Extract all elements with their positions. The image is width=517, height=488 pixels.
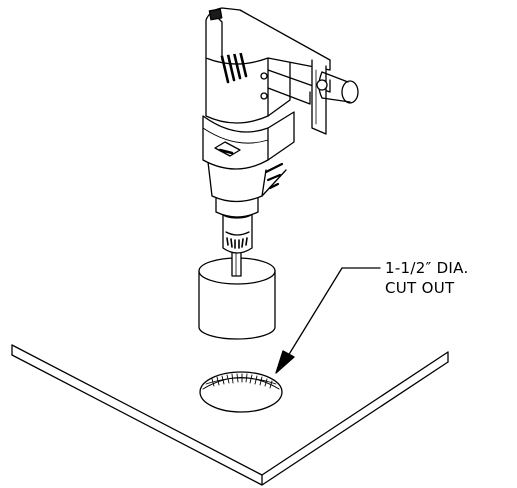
callout-line-1: 1-1/2″ DIA. — [385, 259, 469, 277]
hole-saw — [198, 249, 276, 340]
cutout-hole — [199, 371, 283, 413]
callout-leader — [275, 267, 381, 374]
side-handle — [239, 9, 359, 135]
cutout-callout: 1-1/2″ DIA. CUT OUT — [385, 258, 469, 298]
panel — [11, 344, 449, 486]
drill-body — [202, 7, 295, 203]
chuck — [215, 197, 259, 254]
callout-line-2: CUT OUT — [385, 279, 455, 297]
